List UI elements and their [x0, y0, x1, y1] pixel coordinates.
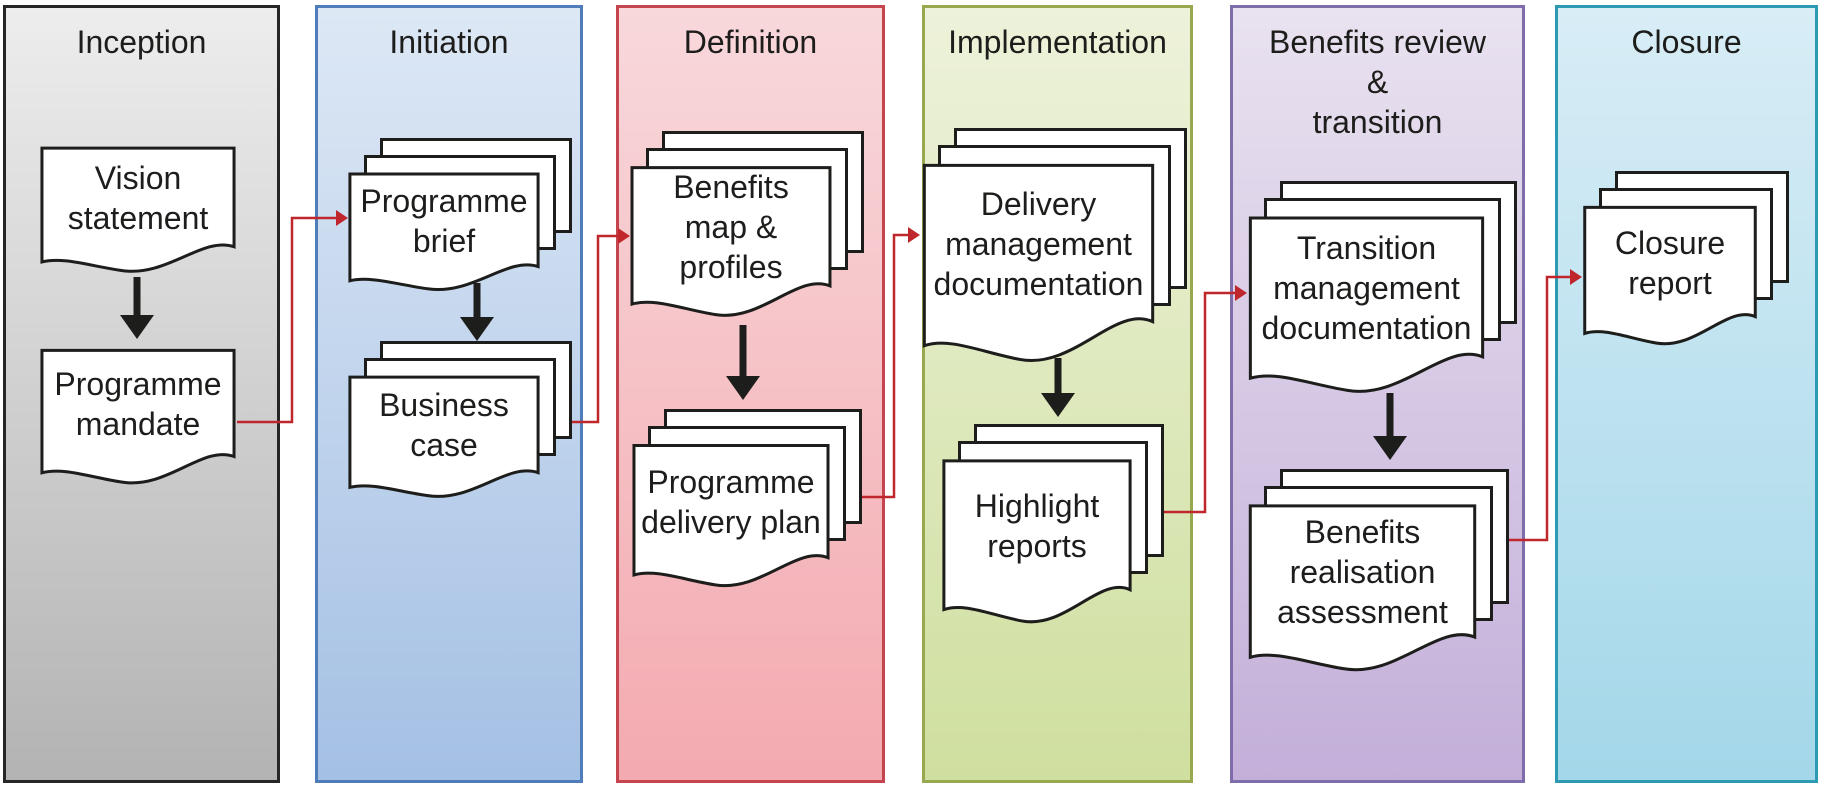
document-shape [40, 146, 236, 276]
doc-highlight-reports: Highlight reports [942, 424, 1164, 628]
phase-definition: Definition [616, 5, 885, 783]
doc-label: Vision statement [67, 160, 209, 236]
doc-label: Transition management documentation [1261, 230, 1472, 347]
phase-title: Implementation [948, 24, 1167, 60]
doc-label: Closure report [1614, 224, 1726, 301]
document-shape [348, 172, 540, 294]
phase-title: Inception [76, 24, 207, 60]
phase-title: Definition [683, 24, 818, 60]
phase-title: Initiation [389, 24, 509, 60]
doc-label: Delivery management documentation [933, 186, 1144, 303]
document-shape [630, 165, 832, 321]
document-shape [922, 162, 1155, 368]
document-shape [632, 443, 830, 591]
document-shape [1583, 205, 1757, 349]
doc-label: Benefits realisation assessment [1277, 514, 1448, 631]
doc-label: Business case [379, 387, 509, 464]
doc-label: Programme delivery plan [641, 464, 821, 541]
document-shape [1248, 215, 1485, 398]
phase-implementation: Implementation [922, 5, 1193, 783]
phase-title: Benefits review & transition [1269, 24, 1486, 140]
doc-transition-management-documentation: Transition management documentation [1248, 181, 1517, 398]
connector-arrowhead-icon [908, 227, 920, 243]
document-shape [1248, 503, 1477, 676]
doc-benefits-map-profiles: Benefits map & profiles [630, 131, 864, 321]
doc-closure-report: Closure report [1583, 171, 1789, 349]
doc-programme-mandate: Programme mandate [40, 348, 236, 488]
doc-delivery-management-documentation: Delivery management documentation [922, 128, 1187, 368]
doc-programme-brief: Programme brief [348, 138, 572, 294]
document-shape [942, 458, 1132, 628]
doc-label: Programme mandate [54, 366, 222, 442]
doc-business-case: Business case [348, 341, 572, 501]
doc-benefits-realisation-assessment: Benefits realisation assessment [1248, 469, 1509, 676]
phase-closure: Closure [1555, 5, 1818, 783]
doc-label: Highlight reports [974, 488, 1100, 564]
doc-vision-statement: Vision statement [40, 146, 236, 276]
document-shape [348, 375, 540, 501]
doc-programme-delivery-plan: Programme delivery plan [632, 409, 862, 591]
phase-title: Closure [1631, 24, 1742, 60]
document-shape [40, 348, 236, 488]
doc-label: Benefits map & profiles [673, 169, 789, 286]
doc-label: Programme brief [360, 182, 528, 259]
